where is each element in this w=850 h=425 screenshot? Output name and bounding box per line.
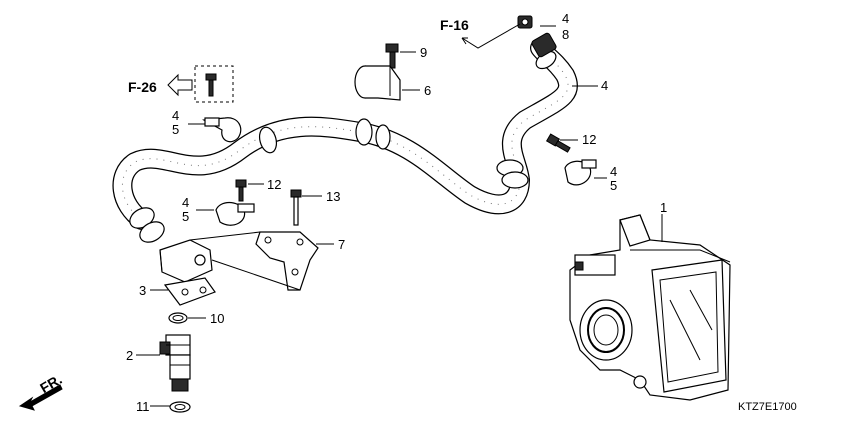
- throttle-body: [569, 214, 731, 401]
- callout-12-right: 12: [582, 132, 596, 147]
- callout-5-center: 5: [182, 209, 189, 224]
- callout-4-right: 4: [610, 164, 617, 179]
- o-ring-10: [168, 312, 188, 324]
- callout-1: 1: [660, 200, 667, 215]
- clamp-bracket-6: [354, 43, 401, 101]
- callout-13: 13: [326, 189, 340, 204]
- callout-5-left: 5: [172, 122, 179, 137]
- callout-6: 6: [424, 83, 431, 98]
- callout-7: 7: [338, 237, 345, 252]
- front-direction-label: FR.: [37, 371, 65, 396]
- f26-arrow-icon: [167, 73, 193, 97]
- fuel-injector: [159, 334, 191, 392]
- callout-11: 11: [136, 399, 150, 414]
- ref-f16: F-16: [440, 17, 469, 33]
- injector-seal-plate: [163, 277, 216, 306]
- callout-9: 9: [420, 45, 427, 60]
- o-ring-11: [169, 401, 191, 413]
- ref-f26: F-26: [128, 79, 157, 95]
- clamp-assembly-center: [215, 179, 255, 226]
- callout-4-connector: 4: [562, 11, 569, 26]
- diagram-code: KTZ7E1700: [738, 401, 797, 413]
- hose-quick-connector: [517, 15, 557, 58]
- front-direction-arrow-icon: [18, 384, 63, 411]
- callout-12-center: 12: [267, 177, 281, 192]
- clamp-assembly-right: [545, 133, 597, 186]
- bracket-7: [255, 231, 319, 291]
- bolt-13: [290, 189, 302, 226]
- callout-4-center: 4: [182, 195, 189, 210]
- callout-4-hose: 4: [601, 78, 608, 93]
- fuel-hose: [112, 38, 578, 243]
- callout-8: 8: [562, 27, 569, 42]
- leader-lines: [136, 23, 663, 407]
- injector-joint: [159, 239, 213, 283]
- callout-10: 10: [210, 311, 224, 326]
- callout-3: 3: [139, 283, 146, 298]
- callout-5-right: 5: [610, 178, 617, 193]
- callout-2: 2: [126, 348, 133, 363]
- callout-4-left: 4: [172, 108, 179, 123]
- clamp-assembly-left: [194, 65, 242, 143]
